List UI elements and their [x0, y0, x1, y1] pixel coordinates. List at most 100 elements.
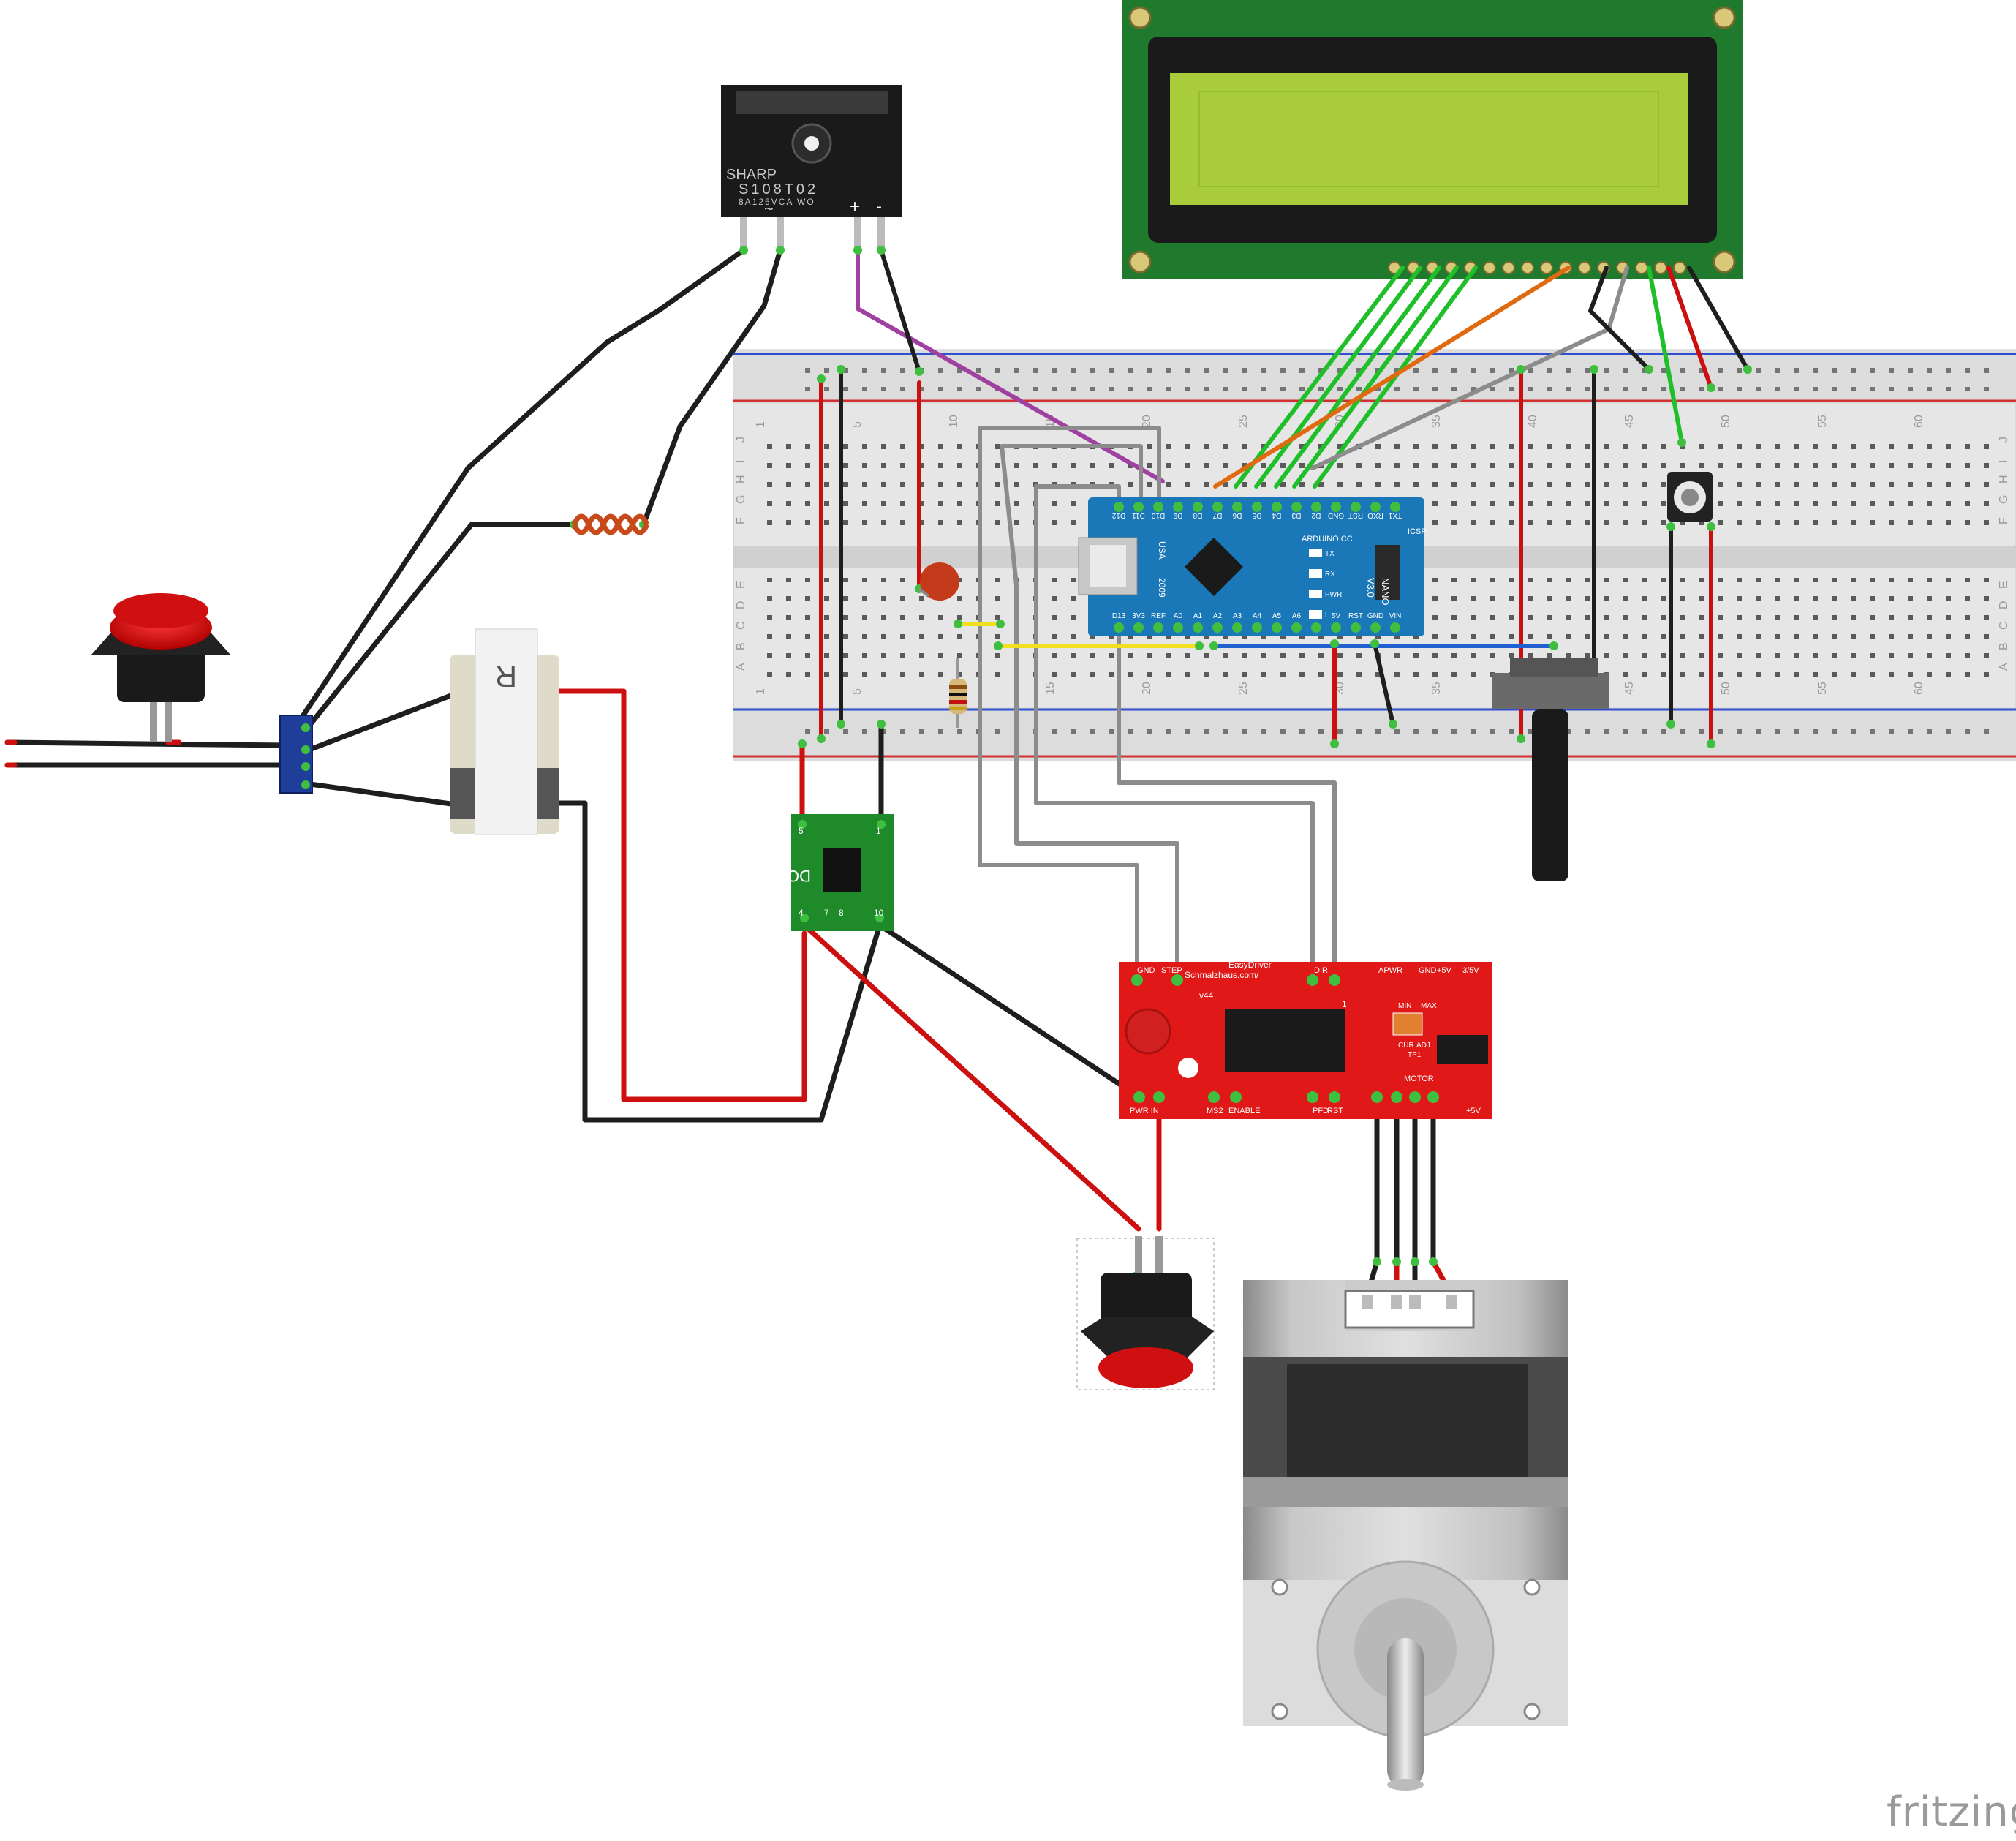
column-number: 5	[851, 421, 864, 428]
wire-endpoint	[1330, 739, 1339, 748]
wire-endpoint	[1517, 365, 1525, 374]
nano-pin	[1153, 502, 1163, 512]
nano-pin-label: A4	[1253, 612, 1262, 620]
ed-pin	[1133, 1091, 1145, 1103]
nano-pin-label: A5	[1272, 612, 1282, 620]
wire-grey-5v	[1117, 627, 1337, 982]
motor-connector-pin	[1409, 1295, 1421, 1309]
nano-icsp: ICSP	[1408, 527, 1427, 536]
wire-endpoint	[853, 246, 862, 255]
nano-pin-label: RST	[1348, 612, 1363, 620]
column-number: 1	[755, 421, 767, 428]
dc-dc-converter: DC-DC_CONV 5 1 4 8 7 10	[703, 814, 894, 931]
column-number: 45	[1623, 415, 1636, 428]
nano-pin-label: D2	[1311, 511, 1321, 519]
ed-pot-label: MAX	[1421, 1002, 1437, 1010]
ed-bottom-label: MS2	[1207, 1107, 1223, 1115]
ed-pin	[1153, 1091, 1165, 1103]
row-letter: I	[735, 460, 747, 463]
dcdc-pin-5: 5	[799, 826, 804, 836]
row-letter: F	[1998, 517, 2010, 524]
inductor	[571, 513, 650, 535]
wire-endpoint	[1677, 438, 1686, 447]
relay-model: S108T02	[739, 181, 818, 197]
nano-pin	[1272, 622, 1282, 633]
nano-pin	[1173, 502, 1183, 512]
wire-endpoint	[1370, 639, 1379, 648]
lcd-pin	[1502, 261, 1515, 274]
ed-top-label: GND	[1419, 966, 1437, 975]
wire-endpoint	[994, 641, 1003, 650]
wire-terminal-transformer-1	[297, 685, 475, 756]
wire-endpoint	[877, 720, 886, 729]
nano-pin	[1291, 502, 1302, 512]
fritzing-watermark: fritzing	[1887, 1788, 2016, 1836]
nano-pin	[1212, 622, 1223, 633]
nano-pin-label: A0	[1174, 612, 1183, 620]
column-number: 55	[1816, 682, 1829, 695]
wire-endpoint	[776, 246, 785, 255]
nano-pin	[1331, 502, 1341, 512]
ed-top-label: DIR	[1314, 966, 1328, 975]
mount-hole	[1713, 250, 1736, 274]
mount-hole	[1128, 250, 1152, 274]
nano-led-label: RX	[1325, 571, 1335, 579]
row-letter: B	[1998, 642, 2010, 650]
lcd-pin	[1521, 261, 1534, 274]
column-number: 45	[1623, 682, 1636, 695]
nano-led-label: TX	[1325, 550, 1334, 558]
nano-pin	[1390, 622, 1400, 633]
column-number: 5	[851, 688, 864, 695]
row-letter: E	[735, 581, 747, 589]
nano-pin-label: A2	[1213, 612, 1223, 620]
nano-pin	[1133, 502, 1144, 512]
column-number: 35	[1430, 682, 1443, 695]
row-letter: D	[735, 601, 747, 609]
wire-grey-step	[978, 426, 1161, 982]
nano-pin-label: GND	[1328, 511, 1344, 519]
ed-top-label: APWR	[1378, 966, 1402, 975]
wire-lcd-d7	[1292, 266, 1459, 489]
row-letter: B	[735, 642, 747, 650]
wire-endpoint	[1645, 365, 1653, 374]
row-letter: C	[735, 621, 747, 630]
wire-endpoint	[877, 246, 886, 255]
column-number: 20	[1141, 682, 1153, 695]
nano-country: USA	[1157, 541, 1167, 560]
row-letter: A	[735, 663, 747, 671]
nano-pin-label: D11	[1132, 511, 1145, 519]
nano-pin-label: D13	[1112, 612, 1126, 620]
svg-text:R: R	[495, 659, 517, 693]
nano-pin-label: D7	[1212, 511, 1222, 519]
wire-endpoint	[954, 620, 962, 628]
wire-endpoint	[1666, 720, 1675, 729]
resistor	[949, 658, 967, 728]
column-number: 50	[1720, 415, 1732, 428]
trimmer-potentiometer	[1667, 472, 1713, 522]
nano-pin	[1351, 622, 1361, 633]
transformer: R	[450, 628, 559, 835]
column-numbers: 1155101015152020252530303535404045455050…	[755, 415, 1925, 695]
wire-endpoint	[817, 374, 826, 383]
nano-pin	[1311, 502, 1321, 512]
nano-pin	[1390, 502, 1400, 512]
lcd-pin	[1578, 261, 1591, 274]
row-letter: E	[1998, 581, 2010, 589]
column-number: 55	[1816, 415, 1829, 428]
relay-rating: 8A125VCA WO	[739, 197, 815, 207]
relay-brand: SHARP	[726, 167, 777, 183]
nano-pin-label: TX1	[1388, 511, 1402, 519]
wire-nano-gnd	[1373, 641, 1395, 726]
wire-endpoint	[915, 367, 924, 376]
nano-pin-label: A1	[1193, 612, 1203, 620]
row-letter: H	[735, 475, 747, 483]
nano-year: 2009	[1157, 578, 1167, 598]
nano-pin-label: A3	[1233, 612, 1242, 620]
motor-connector-pin	[1362, 1295, 1373, 1309]
nano-pin	[1193, 622, 1203, 633]
solid-state-relay: SHARP S108T02 8A125VCA WO ~ + -	[721, 85, 902, 250]
wire-grey-dir	[1000, 444, 1179, 982]
nano-pin	[1212, 502, 1223, 512]
